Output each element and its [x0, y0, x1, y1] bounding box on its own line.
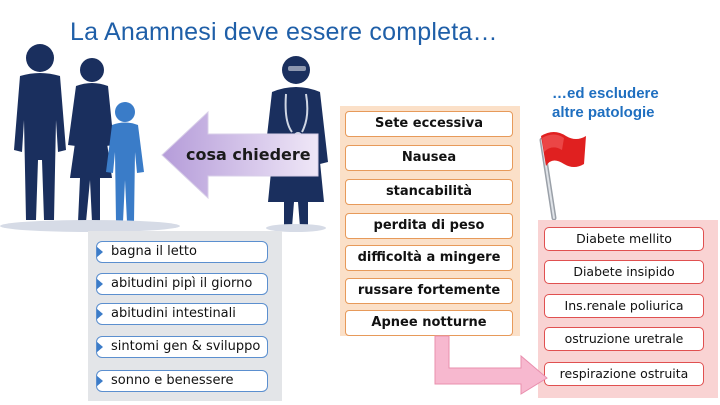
left-item-intestinali: abitudini intestinali	[96, 303, 268, 325]
center-item-sete: Sete eccessiva	[345, 111, 513, 137]
exclusion-title-line1: …ed escludere	[552, 85, 659, 102]
red-flag-icon	[539, 132, 586, 221]
arrow-label: cosa chiedere	[186, 145, 311, 164]
right-item-ostruzione: ostruzione uretrale	[544, 327, 704, 351]
center-item-apnee: Apnee notturne	[345, 310, 513, 336]
arrow-left-icon	[161, 110, 319, 200]
center-item-russare: russare fortemente	[345, 278, 513, 304]
center-item-stancabilita: stancabilità	[345, 179, 513, 205]
left-item-bagna: bagna il letto	[96, 241, 268, 263]
left-item-pipi: abitudini pipì il giorno	[96, 273, 268, 295]
arrow-elbow-icon	[434, 335, 548, 395]
center-item-mingere: difficoltà a mingere	[345, 245, 513, 271]
center-item-nausea: Nausea	[345, 145, 513, 171]
left-item-sonno: sonno e benessere	[96, 370, 268, 392]
right-item-diabete-mellito: Diabete mellito	[544, 227, 704, 251]
exclusion-title: …ed escludere altre patologie	[552, 84, 659, 122]
slide-title: La Anamnesi deve essere completa…	[70, 18, 498, 46]
left-item-sviluppo: sintomi gen & sviluppo	[96, 336, 268, 358]
exclusion-title-line2: altre patologie	[552, 104, 655, 121]
right-item-respirazione: respirazione ostruita	[544, 362, 704, 386]
right-item-diabete-insipido: Diabete insipido	[544, 260, 704, 284]
right-item-ins-renale: Ins.renale poliurica	[544, 294, 704, 318]
center-item-peso: perdita di peso	[345, 213, 513, 239]
family-silhouette-icon	[0, 44, 180, 232]
